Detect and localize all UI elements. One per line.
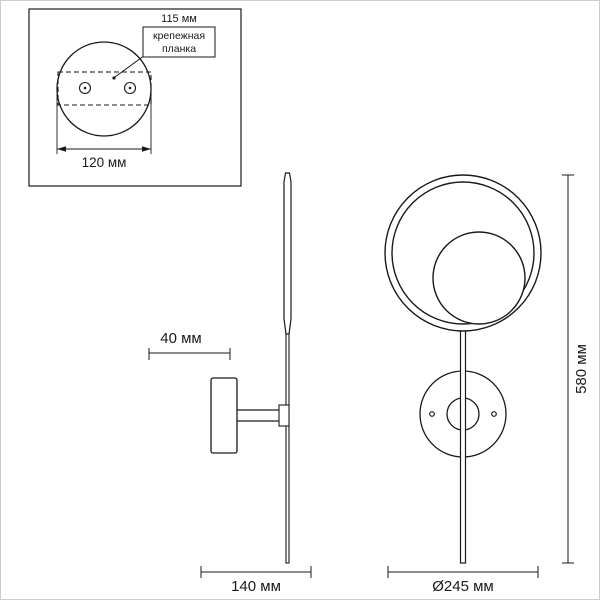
bracket-leader-line	[114, 54, 146, 78]
wall-cup-side	[210, 377, 238, 454]
plate-diameter-label: 120 мм	[82, 155, 127, 170]
mount-depth-label: 40 мм	[160, 330, 201, 347]
arm-clamp	[278, 404, 290, 427]
dim-plate-diameter: 120 мм	[56, 94, 152, 170]
bracket-label-line2: планка	[162, 43, 196, 55]
bracket-label-line1: крепежная	[153, 30, 205, 42]
dim-mount-depth: 40 мм	[148, 330, 231, 360]
hole-spacing-label: 115 мм	[161, 13, 197, 25]
front-view: 580 мм Ø245 мм	[384, 174, 590, 595]
bracket-leader-dot	[112, 76, 116, 80]
plate-hole-left	[429, 411, 435, 417]
side-view: 40 мм 140 мм	[148, 172, 312, 595]
diameter-label: Ø245 мм	[432, 578, 494, 595]
dim-diameter: Ø245 мм	[387, 566, 539, 595]
lamp-rod-side	[285, 333, 290, 564]
lamp-rod-front	[459, 329, 467, 564]
lamp-sphere	[432, 231, 526, 325]
dim-total-depth: 140 мм	[200, 566, 312, 595]
screw-hole-right	[123, 81, 137, 95]
mount-arm	[237, 404, 290, 427]
mount-plate-top-view	[56, 41, 152, 137]
lamp-tube-side	[283, 172, 292, 335]
dim-height: 580 мм	[562, 174, 590, 564]
screw-hole-left	[78, 81, 92, 95]
inset-panel: 115 мм крепежная планка 120 мм	[28, 8, 242, 187]
bracket-label-box	[142, 26, 216, 58]
mounting-bracket-dashed	[57, 71, 152, 106]
total-depth-label: 140 мм	[231, 578, 281, 595]
height-label: 580 мм	[573, 344, 590, 394]
plate-hole-right	[491, 411, 497, 417]
